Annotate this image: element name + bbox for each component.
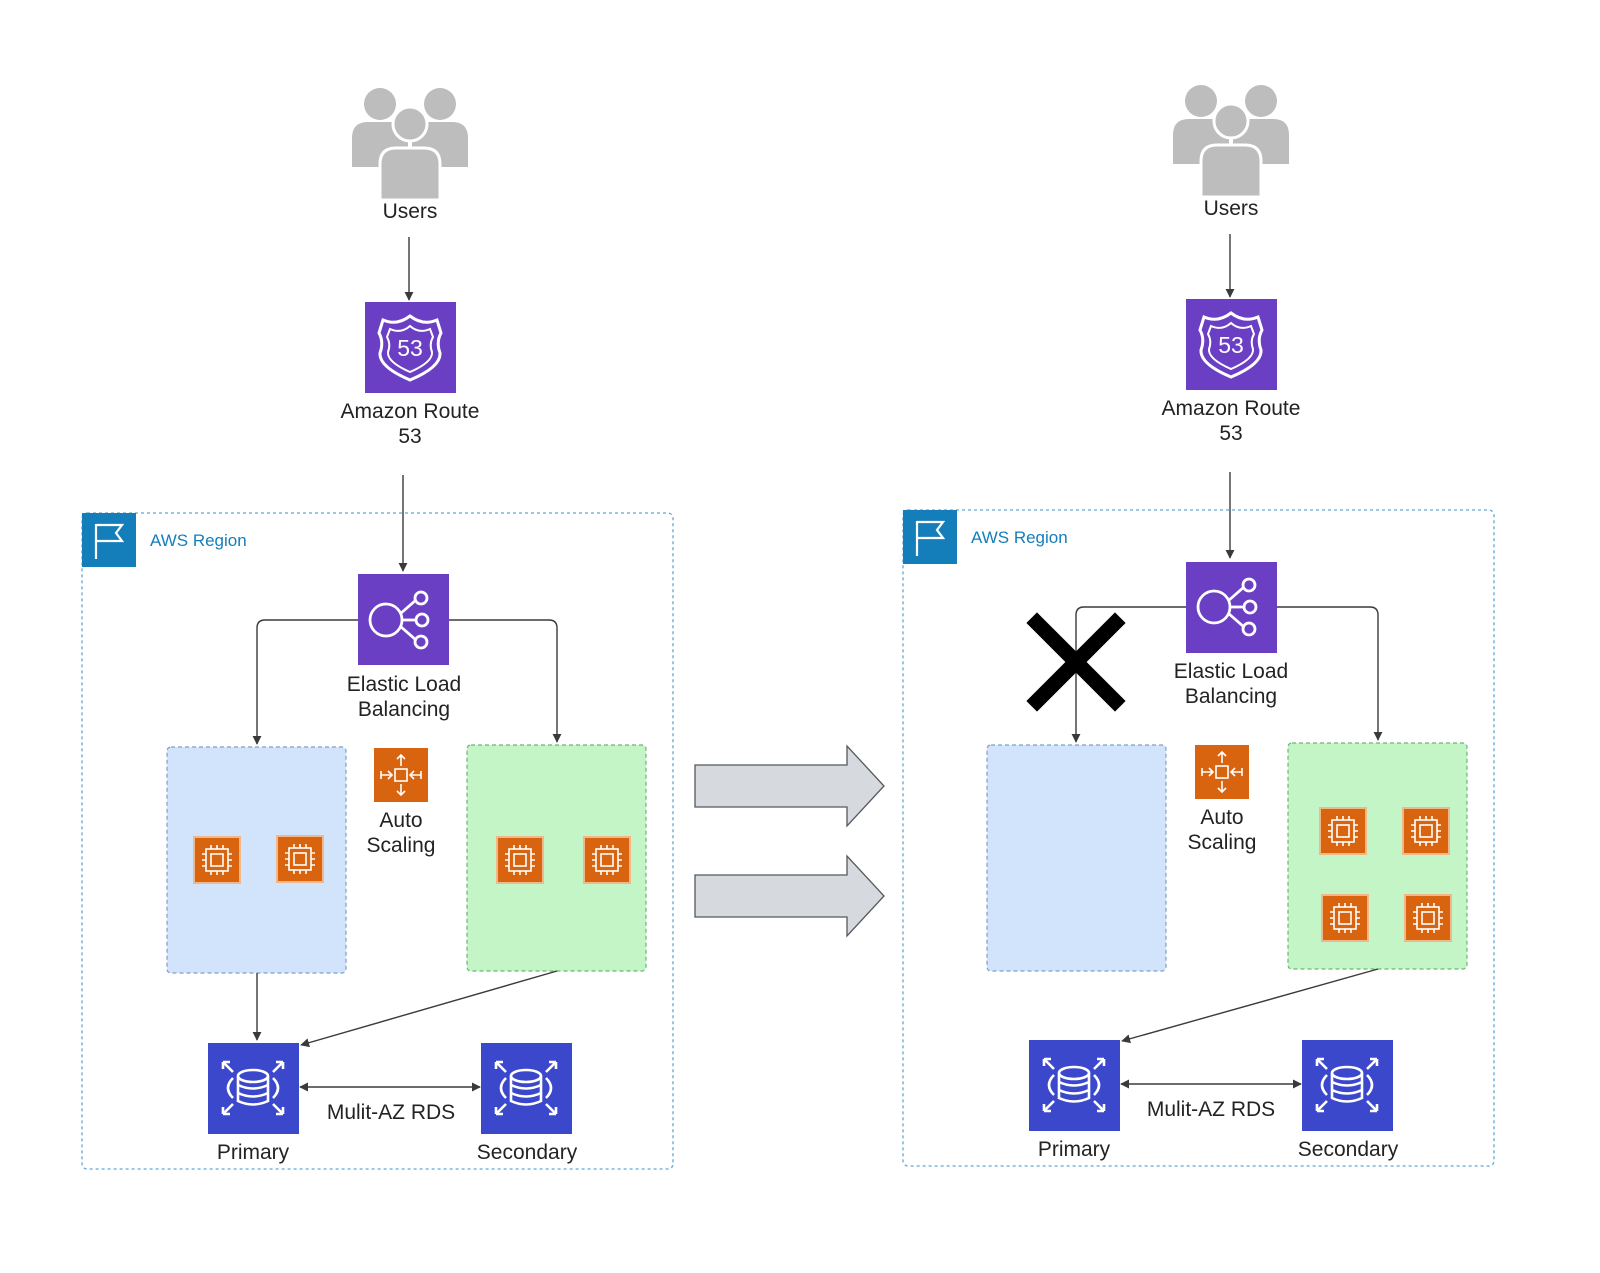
autoscaling-icon [1194, 744, 1250, 800]
connector-elb-az2 [449, 619, 562, 743]
connector-az2-primary [300, 970, 558, 1048]
connector-elb-az1-failed [1071, 606, 1186, 743]
rds-secondary-icon [1302, 1040, 1393, 1131]
transition-arrow [694, 744, 885, 828]
rds-primary-icon [1029, 1040, 1120, 1131]
route53-label-line1: Amazon Route [341, 400, 480, 423]
route53-icon: 53 [365, 302, 456, 393]
users-icon [1171, 83, 1291, 199]
autoscaling-label-line1: Auto [379, 809, 422, 832]
ec2-instance-icon [276, 835, 324, 883]
route53-icon: 53 [1186, 299, 1277, 390]
failure-cross-icon [1026, 612, 1126, 712]
ec2-instance-icon [496, 836, 544, 884]
rds-primary-icon [208, 1043, 299, 1134]
elb-label-line1: Elastic Load [1174, 660, 1288, 683]
rds-primary-label: Primary [1038, 1138, 1111, 1161]
left-diagram: Users 53 Amazon Route 53 AWS Region Elas… [80, 86, 674, 1170]
elb-icon [358, 574, 449, 665]
autoscaling-label-line2: Scaling [1188, 831, 1257, 854]
autoscaling-label-line2: Scaling [367, 834, 436, 857]
connector-az2-primary [1121, 968, 1379, 1044]
route53-label-line1: Amazon Route [1162, 397, 1301, 420]
users-label: Users [1204, 197, 1259, 220]
availability-zone-blue [986, 744, 1167, 972]
route53-label-line2: 53 [1219, 422, 1242, 445]
transition-arrow [694, 854, 885, 938]
right-diagram: Users 53 Amazon Route 53 AWS Region Elas… [901, 83, 1495, 1167]
aws-region-boundary [902, 509, 1495, 1167]
elb-label-line1: Elastic Load [347, 673, 461, 696]
rds-link-label: Mulit-AZ RDS [327, 1101, 455, 1124]
ec2-instance-icon [193, 836, 241, 884]
elb-label-line2: Balancing [1185, 685, 1277, 708]
ec2-instance-icon [1402, 807, 1450, 855]
users-label: Users [383, 200, 438, 223]
ec2-instance-icon [1319, 807, 1367, 855]
autoscaling-label-line1: Auto [1200, 806, 1243, 829]
ec2-instance-icon [1404, 894, 1452, 942]
region-label: AWS Region [971, 528, 1068, 547]
rds-secondary-label: Secondary [477, 1141, 578, 1164]
route53-label-line2: 53 [398, 425, 421, 448]
region-flag-icon [80, 511, 138, 569]
rds-link-label: Mulit-AZ RDS [1147, 1098, 1275, 1121]
ec2-instance-icon [1321, 894, 1369, 942]
rds-secondary-icon [481, 1043, 572, 1134]
ec2-instance-icon [583, 836, 631, 884]
connector-elb-az1 [252, 619, 358, 745]
autoscaling-icon [373, 747, 429, 803]
elb-icon [1186, 562, 1277, 653]
rds-secondary-label: Secondary [1298, 1138, 1399, 1161]
route53-badge: 53 [1218, 332, 1244, 358]
connector-elb-az2 [1277, 606, 1383, 741]
elb-label-line2: Balancing [358, 698, 450, 721]
rds-primary-label: Primary [217, 1141, 290, 1164]
users-icon [350, 86, 470, 202]
route53-badge: 53 [397, 335, 423, 361]
aws-region-boundary [81, 512, 674, 1170]
region-flag-icon [901, 508, 959, 566]
transition-arrows [694, 744, 885, 938]
region-label: AWS Region [150, 531, 247, 550]
